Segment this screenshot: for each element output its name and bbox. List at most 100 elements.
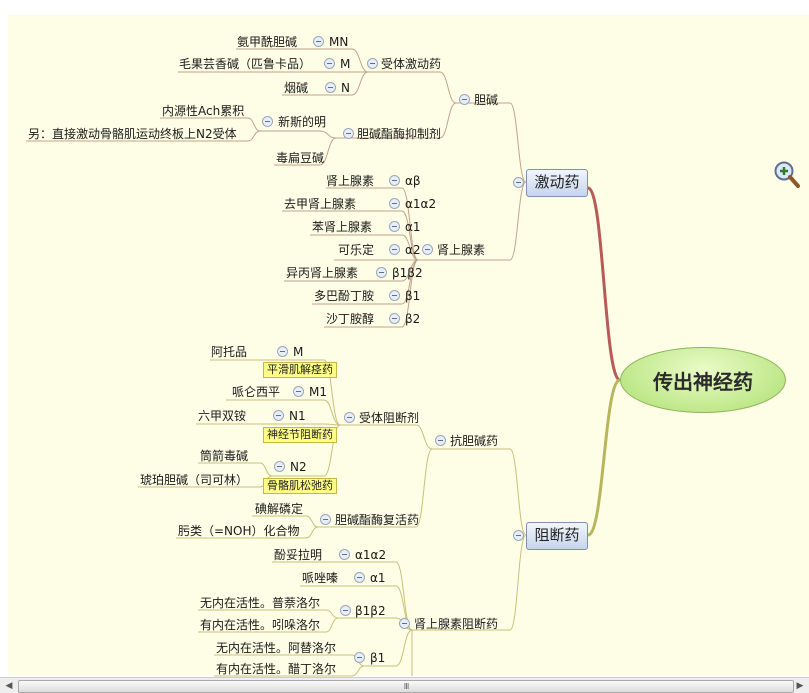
node-adrenergic-agonist[interactable]: 肾上腺素 bbox=[437, 243, 486, 257]
node-atropine-receptor[interactable]: M bbox=[293, 345, 304, 359]
collapse-icon[interactable] bbox=[273, 410, 284, 421]
scrollbar-thumb[interactable]: Ⅲ bbox=[18, 680, 794, 693]
node-beta1-blocker[interactable]: β1 bbox=[370, 651, 386, 665]
arrow-right-icon[interactable]: ▶ bbox=[796, 681, 804, 691]
node-physostigmine[interactable]: 毒扁豆碱 bbox=[276, 151, 325, 165]
node-atropine[interactable]: 阿托品 bbox=[211, 345, 248, 359]
collapse-icon[interactable] bbox=[343, 128, 354, 139]
collapse-icon[interactable] bbox=[389, 290, 400, 301]
collapse-icon[interactable] bbox=[340, 605, 351, 616]
arrow-left-icon[interactable]: ◀ bbox=[5, 681, 13, 691]
collapse-icon[interactable] bbox=[354, 652, 365, 663]
node-adrenergic-receptor[interactable]: αβ bbox=[405, 174, 421, 188]
node-hexamethonium[interactable]: 六甲双铵 bbox=[198, 409, 247, 423]
collapse-icon[interactable] bbox=[389, 198, 400, 209]
node-phentolamine-receptor[interactable]: α1α2 bbox=[355, 548, 387, 562]
node-acebutolol[interactable]: 有内在活性。醋丁洛尔 bbox=[216, 662, 337, 676]
node-methacholine-receptor[interactable]: MN bbox=[329, 35, 349, 49]
node-adrenergic-drug[interactable]: 肾上腺素 bbox=[326, 174, 375, 188]
collapse-icon[interactable] bbox=[313, 36, 324, 47]
collapse-icon[interactable] bbox=[274, 461, 285, 472]
node-pindolol[interactable]: 有内在活性。吲哚洛尔 bbox=[200, 618, 321, 632]
node-prazosin[interactable]: 哌唑嗪 bbox=[302, 571, 339, 585]
collapse-icon[interactable] bbox=[325, 82, 336, 93]
node-adrenergic-drug[interactable]: 多巴酚丁胺 bbox=[314, 289, 375, 303]
collapse-icon[interactable] bbox=[399, 618, 410, 629]
node-nm-receptor[interactable]: N2 bbox=[290, 460, 307, 474]
node-hexamethonium-receptor[interactable]: N1 bbox=[289, 409, 306, 423]
collapse-icon[interactable] bbox=[435, 435, 446, 446]
branch-antagonist-label: 阻断药 bbox=[534, 526, 580, 544]
node-neostigmine[interactable]: 新斯的明 bbox=[278, 115, 327, 129]
collapse-icon[interactable] bbox=[354, 572, 365, 583]
branch-agonist[interactable]: 激动药 bbox=[526, 169, 588, 197]
node-receptor-blocker[interactable]: 受体阻断剂 bbox=[359, 411, 420, 425]
collapse-icon[interactable] bbox=[389, 221, 400, 232]
label-muscle-relaxant: 骨骼肌松弛药 bbox=[263, 478, 337, 494]
node-adrenergic-drug[interactable]: 异丙肾上腺素 bbox=[286, 266, 359, 280]
collapse-icon[interactable] bbox=[277, 346, 288, 357]
collapse-icon[interactable] bbox=[293, 386, 304, 397]
branch-antagonist[interactable]: 阻断药 bbox=[526, 522, 588, 550]
collapse-icon[interactable] bbox=[262, 116, 273, 127]
collapse-icon[interactable] bbox=[339, 549, 350, 560]
node-reactivator[interactable]: 胆碱酯酶复活药 bbox=[335, 513, 420, 527]
horizontal-scrollbar[interactable]: ◀ Ⅲ ▶ bbox=[0, 677, 809, 693]
node-receptor-agonist[interactable]: 受体激动药 bbox=[381, 57, 442, 71]
node-adrenergic-drug[interactable]: 苯肾上腺素 bbox=[312, 220, 373, 234]
node-neostigmine-detail-2[interactable]: 另：直接激动骨骼肌运动终板上N2受体 bbox=[28, 127, 237, 141]
node-propranolol[interactable]: 无内在活性。普萘洛尔 bbox=[200, 596, 321, 610]
node-succinylcholine[interactable]: 琥珀胆碱（司可林） bbox=[140, 473, 249, 487]
node-adrenergic-receptor[interactable]: β1β2 bbox=[392, 266, 423, 280]
node-adrenergic-receptor[interactable]: α1 bbox=[405, 220, 421, 234]
collapse-icon[interactable] bbox=[422, 244, 433, 255]
collapse-icon[interactable] bbox=[367, 58, 378, 69]
node-methacholine[interactable]: 氨甲酰胆碱 bbox=[237, 35, 298, 49]
node-adrenergic-blocker[interactable]: 肾上腺素阻断药 bbox=[414, 617, 499, 631]
collapse-icon[interactable] bbox=[389, 313, 400, 324]
collapse-icon[interactable] bbox=[320, 514, 331, 525]
node-pirenzepine-receptor[interactable]: M1 bbox=[309, 385, 327, 399]
node-phentolamine[interactable]: 酚妥拉明 bbox=[274, 548, 323, 562]
root-topic-label: 传出神经药 bbox=[653, 369, 753, 394]
node-prazosin-receptor[interactable]: α1 bbox=[370, 571, 386, 585]
collapse-icon[interactable] bbox=[344, 412, 355, 423]
node-adrenergic-receptor[interactable]: α1α2 bbox=[405, 197, 437, 211]
branch-agonist-label: 激动药 bbox=[534, 173, 580, 191]
node-pilocarpine[interactable]: 毛果芸香碱（匹鲁卡品） bbox=[179, 57, 312, 71]
collapse-icon[interactable] bbox=[513, 530, 524, 541]
node-pirenzepine[interactable]: 哌仑西平 bbox=[232, 385, 281, 399]
collapse-icon[interactable] bbox=[389, 244, 400, 255]
scrollbar-grip: Ⅲ bbox=[403, 682, 409, 691]
label-smooth-muscle: 平滑肌解痉药 bbox=[263, 362, 337, 378]
node-beta1beta2-blocker[interactable]: β1β2 bbox=[355, 604, 386, 618]
zoom-in-icon[interactable] bbox=[773, 160, 801, 190]
node-nicotine[interactable]: 烟碱 bbox=[284, 81, 309, 95]
node-oxime[interactable]: 肟类（=NOH）化合物 bbox=[178, 524, 300, 538]
node-adrenergic-drug[interactable]: 沙丁胺醇 bbox=[326, 312, 375, 326]
label-ganglion-blocker: 神经节阻断药 bbox=[263, 427, 337, 443]
node-neostigmine-detail-1[interactable]: 内源性Ach累积 bbox=[162, 104, 245, 118]
node-choline[interactable]: 胆碱 bbox=[474, 93, 499, 107]
node-adrenergic-receptor[interactable]: β1 bbox=[405, 289, 421, 303]
node-adrenergic-receptor[interactable]: β2 bbox=[405, 312, 421, 326]
node-adrenergic-drug[interactable]: 去甲肾上腺素 bbox=[284, 197, 357, 211]
collapse-icon[interactable] bbox=[324, 58, 335, 69]
node-pralidoxime[interactable]: 碘解磷定 bbox=[255, 502, 304, 516]
node-curare[interactable]: 筒箭毒碱 bbox=[200, 449, 249, 463]
collapse-icon[interactable] bbox=[513, 177, 524, 188]
node-anticholinergic[interactable]: 抗胆碱药 bbox=[450, 434, 499, 448]
root-topic[interactable]: 传出神经药 bbox=[620, 347, 786, 413]
node-pilocarpine-receptor[interactable]: M bbox=[340, 57, 351, 71]
node-adrenergic-receptor[interactable]: α2 bbox=[405, 243, 421, 257]
node-nicotine-receptor[interactable]: N bbox=[341, 81, 350, 95]
node-atenolol[interactable]: 无内在活性。阿替洛尔 bbox=[216, 641, 337, 655]
collapse-icon[interactable] bbox=[389, 175, 400, 186]
mindmap-paper bbox=[8, 15, 809, 675]
collapse-icon[interactable] bbox=[376, 267, 387, 278]
collapse-icon[interactable] bbox=[459, 94, 470, 105]
node-adrenergic-drug[interactable]: 可乐定 bbox=[338, 243, 375, 257]
node-anticholinesterase[interactable]: 胆碱酯酶抑制剂 bbox=[357, 127, 442, 141]
